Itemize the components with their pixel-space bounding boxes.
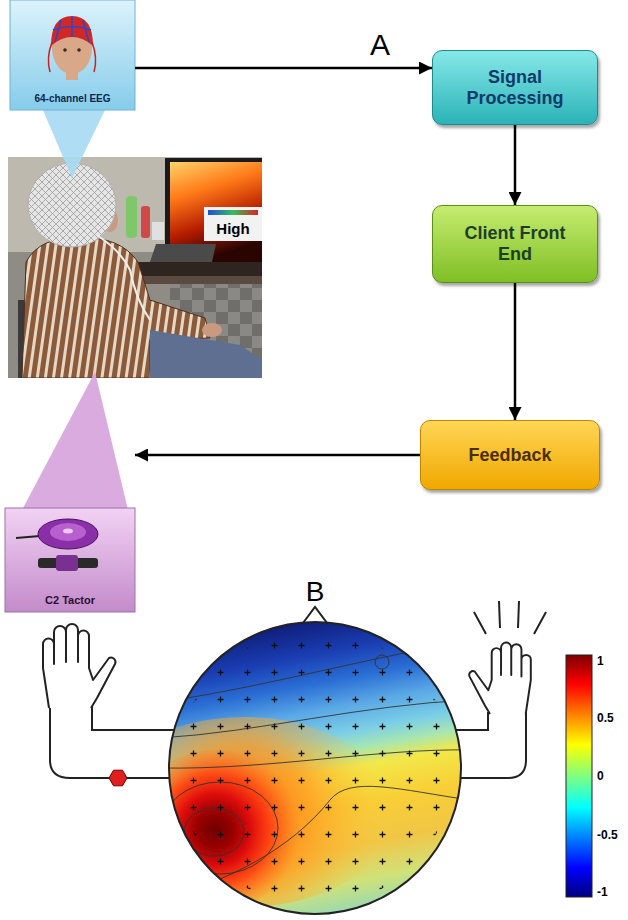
tactor-callout-shape bbox=[5, 372, 135, 612]
flow-arrow bbox=[135, 454, 420, 457]
process-box: Signal Processing bbox=[432, 50, 598, 125]
photo bbox=[150, 330, 262, 378]
right-arm bbox=[448, 601, 546, 778]
photo bbox=[208, 210, 258, 215]
screen-text: High bbox=[216, 221, 249, 236]
colorbar-tick: -0.5 bbox=[597, 829, 618, 841]
photo bbox=[152, 222, 164, 240]
flow-arrow bbox=[514, 283, 517, 420]
scalp-map bbox=[177, 630, 453, 906]
eeg-callout-shape bbox=[53, 16, 91, 42]
eeg-callout-shape bbox=[10, 0, 135, 110]
right-arm bbox=[474, 601, 546, 634]
right-arm bbox=[469, 643, 531, 714]
eeg-callout-shape bbox=[48, 42, 95, 72]
photo bbox=[204, 207, 262, 241]
photo bbox=[8, 157, 262, 378]
photo bbox=[150, 244, 216, 262]
node-text: C2 Tactor bbox=[45, 594, 95, 607]
panel-label: A bbox=[370, 30, 390, 60]
eeg-callout-shape bbox=[42, 108, 106, 178]
tactor-callout: C2 Tactor bbox=[5, 380, 135, 612]
node-text: Feedback bbox=[468, 445, 551, 466]
left-arm bbox=[109, 770, 127, 786]
colorbar bbox=[566, 655, 592, 897]
tactor-callout-shape bbox=[22, 372, 128, 510]
tactor-callout-shape bbox=[50, 523, 86, 541]
photo bbox=[8, 157, 262, 378]
flow-arrow bbox=[514, 125, 517, 205]
flow-arrow bbox=[135, 67, 432, 70]
scalp-map bbox=[95, 615, 470, 920]
scalp-map bbox=[169, 622, 461, 914]
node-text: 64-channel EEG bbox=[34, 93, 110, 105]
process-box: Client Front End bbox=[432, 205, 598, 283]
eeg-callout-shape bbox=[51, 16, 93, 46]
photo bbox=[202, 323, 222, 337]
scalp-map bbox=[95, 607, 470, 920]
node-text: Signal Processing bbox=[461, 67, 569, 108]
tactor-callout-shape bbox=[16, 536, 40, 538]
photo bbox=[141, 206, 150, 238]
tactor-callout-shape bbox=[5, 508, 135, 612]
left-arm bbox=[50, 706, 182, 778]
colorbar-tick: 1 bbox=[597, 655, 604, 667]
process-box: Feedback bbox=[420, 420, 600, 490]
left-arm bbox=[43, 624, 115, 708]
tactor-callout-shape bbox=[38, 519, 98, 549]
colorbar-tick: 0.5 bbox=[597, 712, 614, 724]
left-arm bbox=[43, 624, 182, 786]
eeg-callout-shape bbox=[63, 48, 67, 52]
photo bbox=[126, 196, 137, 238]
photo bbox=[98, 236, 150, 320]
colorbar bbox=[566, 655, 592, 897]
node-text: Client Front End bbox=[461, 223, 569, 264]
eeg-callout-shape bbox=[10, 0, 135, 178]
colorbar-tick: -1 bbox=[597, 886, 608, 898]
eeg-callout: 64-channel EEG bbox=[10, 0, 135, 110]
panel-label: B bbox=[306, 578, 325, 606]
eeg-callout-shape bbox=[77, 48, 81, 52]
scalp-map bbox=[160, 615, 470, 920]
colorbar-tick: 0 bbox=[597, 770, 604, 782]
tactor-callout-shape bbox=[56, 555, 78, 571]
tactor-callout-shape bbox=[63, 529, 73, 534]
